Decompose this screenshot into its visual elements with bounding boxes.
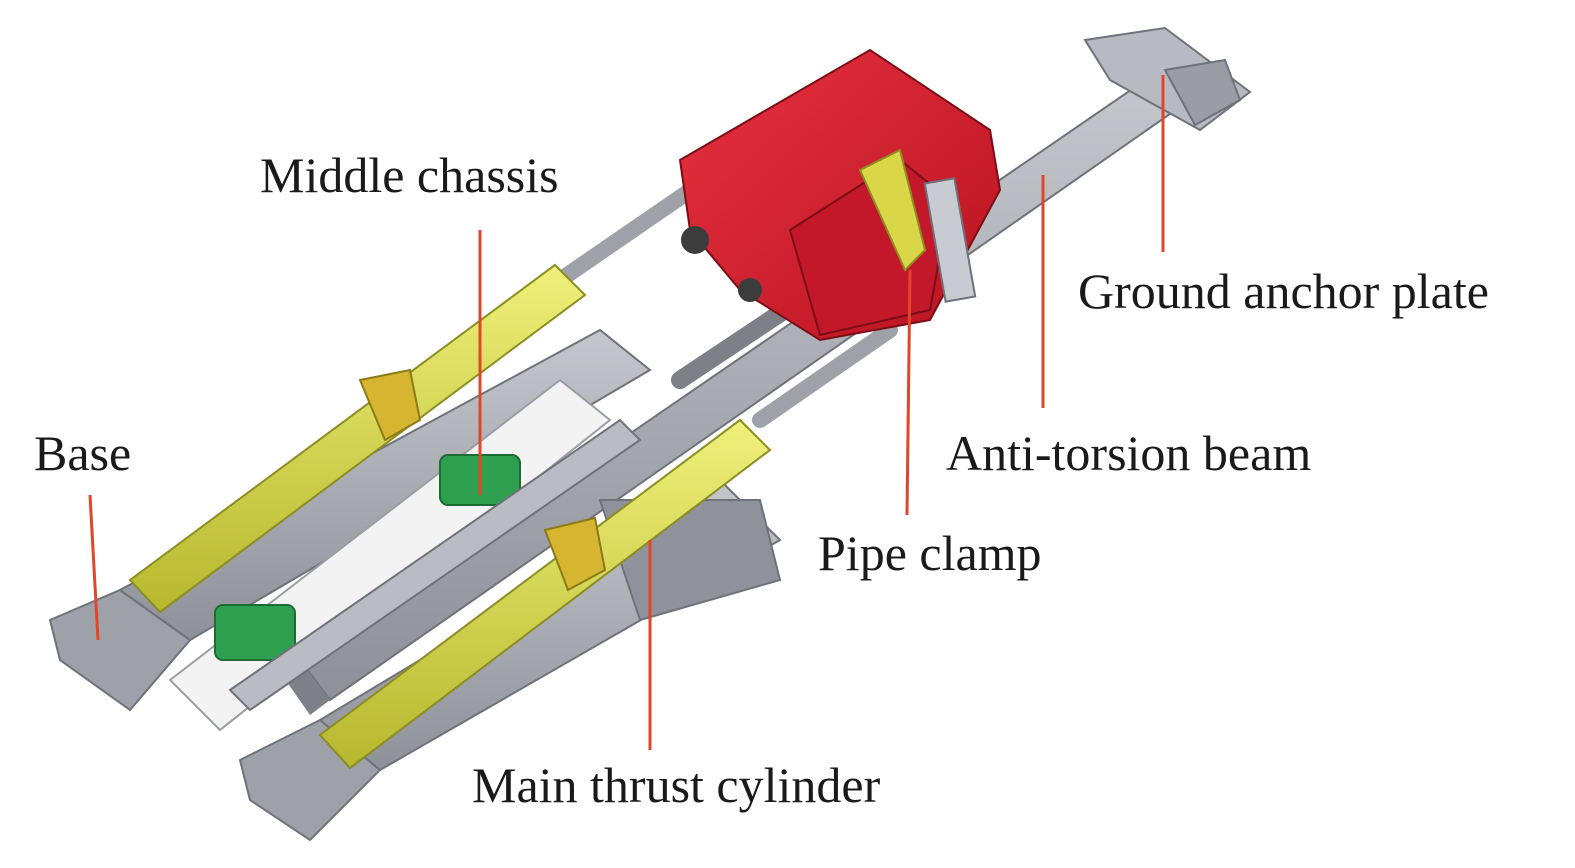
label-anti-torsion-beam: Anti-torsion beam	[946, 425, 1312, 481]
label-main-thrust-cylinder: Main thrust cylinder	[472, 757, 881, 813]
middle-chassis-part	[214, 418, 642, 712]
ground-anchor-plate-part	[1083, 26, 1252, 132]
label-ground-anchor-plate: Ground anchor plate	[1078, 263, 1489, 319]
leader-base	[88, 494, 100, 641]
main-thrust-cylinder-part	[128, 263, 772, 770]
label-base: Base	[34, 425, 132, 481]
label-pipe-clamp: Pipe clamp	[818, 525, 1042, 581]
leader-pipe-clamp	[905, 269, 912, 516]
label-middle-chassis: Middle chassis	[260, 147, 559, 203]
leader-lines	[88, 75, 1165, 750]
pipe-clamp-part	[678, 48, 1002, 342]
